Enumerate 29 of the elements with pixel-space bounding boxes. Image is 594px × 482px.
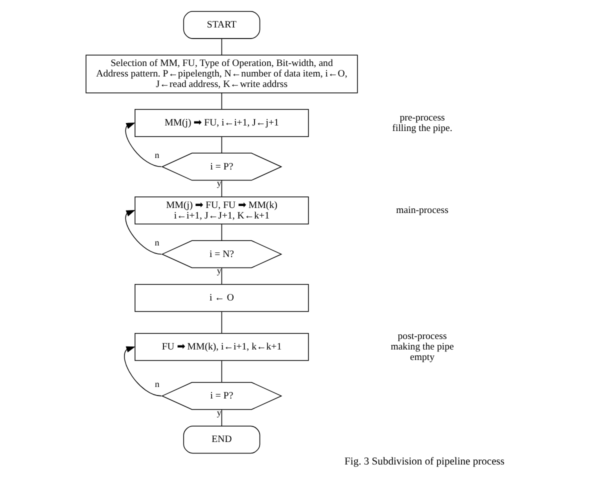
edge-label: n bbox=[154, 379, 159, 390]
connector bbox=[220, 224, 222, 241]
node-box: i ← O bbox=[134, 284, 308, 312]
node-box: FU ➡ MM(k), i←i+1, k←k+1 bbox=[134, 332, 308, 361]
connector bbox=[220, 360, 222, 383]
arrow bbox=[124, 122, 162, 168]
edge-label: y bbox=[216, 407, 221, 418]
node-box: START bbox=[182, 11, 260, 39]
arrow bbox=[124, 346, 162, 396]
connector bbox=[220, 38, 222, 56]
node-box: MM(j) ➡ FU, FU ➡ MM(k) i←i+1, J←J+1, K←k+1 bbox=[134, 196, 308, 224]
connector bbox=[220, 92, 222, 110]
edge-label: y bbox=[216, 178, 221, 188]
label: post-process making the pipe empty bbox=[390, 330, 454, 364]
node-box: Selection of MM, FU, Type of Operation, Bit-width, and Address pattern. P←pipelength, N←number of data item, i←O, J←read address, K←write addrss bbox=[85, 54, 358, 94]
caption: Fig. 3 Subdivision of pipeline process bbox=[344, 456, 504, 468]
connector bbox=[220, 267, 222, 285]
connector bbox=[220, 409, 222, 426]
node-box: MM(j) ➡ FU, i←i+1, J←j+1 bbox=[134, 109, 308, 137]
edge-label: n bbox=[154, 237, 159, 248]
edge-label: n bbox=[154, 150, 159, 160]
label: pre-process filling the pipe. bbox=[392, 112, 452, 134]
label: main-process bbox=[396, 205, 448, 216]
edge-label: y bbox=[216, 266, 221, 276]
node-box: END bbox=[182, 426, 260, 454]
connector bbox=[220, 180, 222, 198]
connector bbox=[220, 136, 222, 154]
connector bbox=[220, 311, 222, 334]
arrow bbox=[124, 210, 162, 255]
